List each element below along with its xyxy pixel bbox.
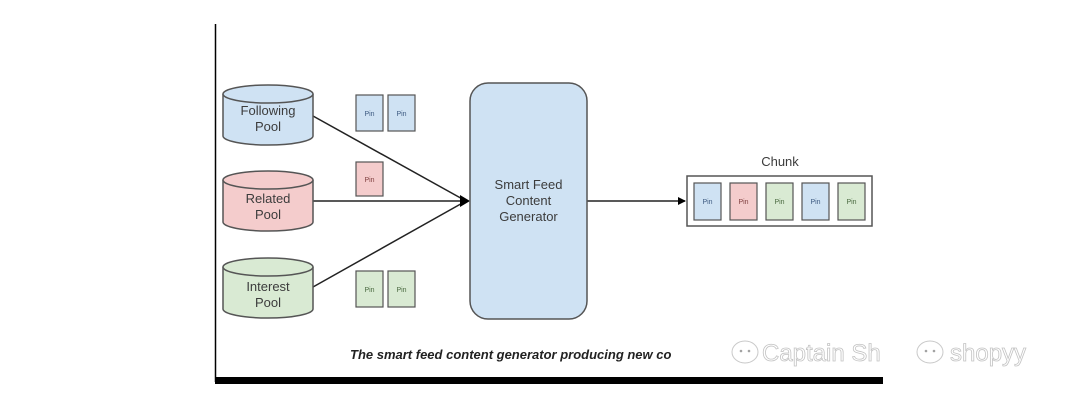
- watermark: Captain Sh shopyy: [731, 340, 1026, 367]
- pin-label: Pin: [396, 111, 406, 118]
- pin-label: Pin: [396, 287, 406, 294]
- pool-interest: Interest Pool: [222, 257, 314, 319]
- pool-label-line2: Pool: [255, 207, 281, 222]
- watermark-text: Captain Sh: [762, 340, 881, 367]
- chunk-pin-card: [801, 182, 830, 221]
- chunk-pin-label: Pin: [846, 199, 856, 206]
- pool-label-line2: Pool: [255, 119, 281, 134]
- chunk-pin-label: Pin: [702, 199, 712, 206]
- chunk-pin-label: Pin: [738, 199, 748, 206]
- chunk-pin-card: [729, 182, 758, 221]
- connector-interest: [312, 200, 467, 288]
- pin-label: Pin: [364, 177, 374, 184]
- generator-label-line1: Smart Feed: [495, 177, 563, 192]
- watermark-brand: shopyy: [950, 340, 1026, 367]
- smart-feed-generator: Smart Feed Content Generator: [469, 82, 588, 320]
- chunk-pin-card: [765, 182, 794, 221]
- pin-card: [355, 94, 384, 132]
- interest-pins: Pin Pin: [355, 270, 416, 308]
- figure-caption: The smart feed content generator produci…: [350, 347, 671, 362]
- pin-card: [355, 161, 384, 197]
- pool-following: Following Pool: [222, 84, 314, 146]
- merge-arrowhead-icon: [460, 195, 470, 207]
- cylinder-body: [222, 267, 314, 319]
- pool-label-line2: Pool: [255, 295, 281, 310]
- cylinder-top: [222, 257, 314, 277]
- pin-card: [355, 270, 384, 308]
- chunk: Chunk Pin Pin Pin Pin Pin: [686, 154, 873, 227]
- cylinder-body: [222, 180, 314, 232]
- cylinder-top: [222, 84, 314, 104]
- cylinder-top: [222, 170, 314, 190]
- pool-label-line1: Following: [241, 103, 296, 118]
- pool-related: Related Pool: [222, 170, 314, 232]
- pin-label: Pin: [364, 287, 374, 294]
- pin-card: [387, 94, 416, 132]
- pin-card: [387, 270, 416, 308]
- cylinder-body: [222, 94, 314, 146]
- generator-box: [469, 82, 588, 320]
- chunk-pin-card: [693, 182, 722, 221]
- wechat-icon: [731, 340, 759, 364]
- following-pins: Pin Pin: [355, 94, 416, 132]
- chunk-pin-label: Pin: [774, 199, 784, 206]
- generator-label-line3: Generator: [499, 209, 558, 224]
- pin-label: Pin: [364, 111, 374, 118]
- chunk-title: Chunk: [761, 154, 799, 169]
- chunk-pins: Pin Pin Pin Pin Pin: [693, 182, 866, 221]
- related-pins: Pin: [355, 161, 384, 197]
- frame-bottom-border: [215, 377, 883, 384]
- pool-label-line1: Related: [246, 191, 291, 206]
- generator-label-line2: Content: [506, 193, 552, 208]
- wechat-icon: [916, 340, 944, 364]
- chunk-pin-label: Pin: [810, 199, 820, 206]
- pool-label-line1: Interest: [246, 279, 290, 294]
- connector-following: [312, 115, 467, 202]
- chunk-pin-card: [837, 182, 866, 221]
